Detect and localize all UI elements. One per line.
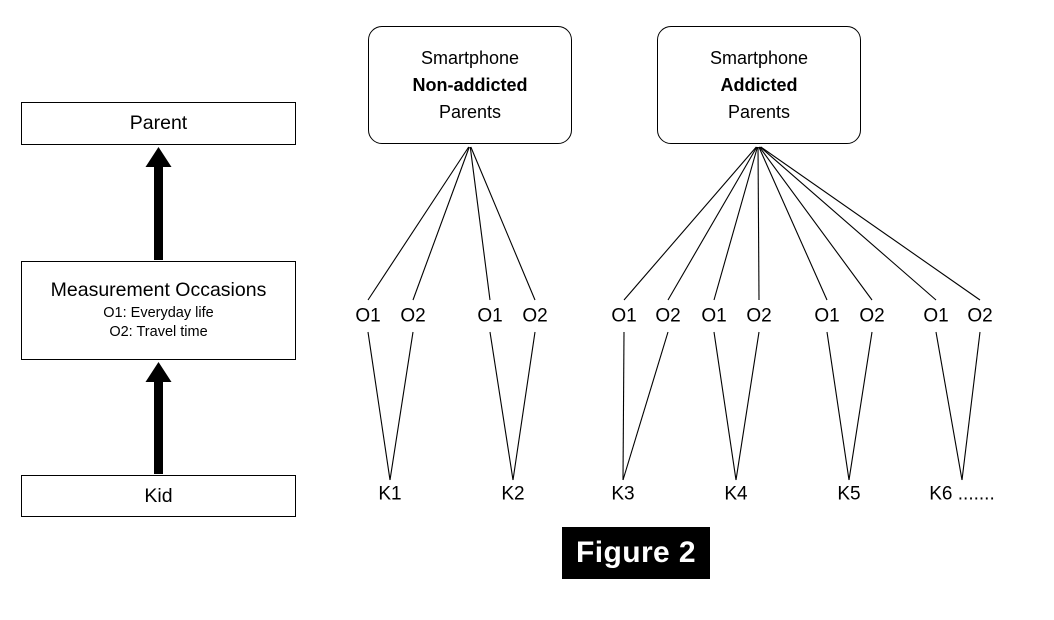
occasion-label-o2-k4: O2 — [746, 305, 772, 327]
level-box-kid: Kid — [21, 475, 296, 517]
parent-to-occasion-edge — [758, 146, 828, 301]
parent-to-occasion-edge — [757, 146, 760, 301]
occasion-label-o1-k1: O1 — [355, 305, 381, 327]
occasion-to-kid-edge — [622, 331, 625, 481]
level-box-parent-title: Parent — [129, 112, 188, 135]
kid-label-k5: K5 — [837, 483, 861, 505]
parent-to-occasion-edge — [469, 146, 491, 301]
group-box-line3: Parents — [438, 101, 502, 122]
kid-label-k2: K2 — [501, 483, 525, 505]
kid-label-k4: K4 — [724, 483, 748, 505]
thick-arrow — [145, 147, 172, 260]
group-box-line1: Smartphone — [420, 47, 520, 68]
occasion-label-o1-k6: O1 — [923, 305, 949, 327]
parent-to-occasion-edge — [759, 146, 873, 301]
group-box-line2: Addicted — [720, 72, 797, 99]
occasion-label-o2-k1: O2 — [400, 305, 426, 327]
parent-to-occasion-edge — [470, 146, 536, 301]
kid-label-k1: K1 — [378, 483, 402, 505]
figure-caption: Figure 2 — [562, 527, 710, 579]
occasion-to-kid-edge — [735, 331, 760, 481]
occasion-label-o1-k3: O1 — [611, 305, 637, 327]
occasion-label-o2-k6: O2 — [967, 305, 993, 327]
parent-to-occasion-edge — [759, 146, 937, 301]
occasion-label-o1-k2: O1 — [477, 305, 503, 327]
group-box-line2-emphasis: Addicted — [720, 74, 798, 95]
parent-to-occasion-edge — [412, 146, 470, 301]
parent-to-occasion-edge — [667, 146, 758, 301]
occasion-to-kid-edge — [389, 331, 414, 481]
kid-label-k6: K6 ....... — [929, 483, 995, 505]
occasion-label-o1-k5: O1 — [814, 305, 840, 327]
occasion-legend-o2: O2: Travel time — [109, 324, 208, 341]
group-box-line2: Non-addicted — [413, 72, 528, 99]
occasion-to-kid-edge — [961, 331, 981, 481]
level-box-kid-title: Kid — [144, 484, 173, 507]
occasion-legend-o1: O1: Everyday life — [103, 304, 214, 321]
occasion-label-o2-k2: O2 — [522, 305, 548, 327]
group-box-non-addicted-parents: Smartphone Non-addicted Parents — [368, 26, 572, 144]
group-box-line1: Smartphone — [709, 47, 809, 68]
level-box-parent: Parent — [21, 102, 296, 145]
occasion-to-kid-edge — [826, 331, 850, 481]
level-box-occasions-title: Measurement Occasions — [50, 279, 267, 302]
group-box-line3: Parents — [727, 101, 791, 122]
occasion-label-o1-k4: O1 — [701, 305, 727, 327]
occasion-to-kid-edge — [848, 331, 873, 481]
occasion-to-kid-edge — [512, 331, 536, 481]
parent-to-occasion-edge — [713, 146, 758, 301]
occasion-label-o2-k3: O2 — [655, 305, 681, 327]
occasion-to-kid-edge — [935, 331, 963, 481]
level-box-measurement-occasions: Measurement Occasions O1: Everyday life … — [21, 261, 296, 360]
parent-to-occasion-edge — [367, 146, 470, 301]
kid-label-k3: K3 — [611, 483, 635, 505]
occasion-to-kid-edge — [713, 331, 737, 481]
thick-arrow — [145, 362, 172, 474]
occasion-to-kid-edge — [367, 331, 391, 481]
group-box-line2-emphasis: Non-addicted — [412, 74, 528, 95]
group-box-addicted-parents: Smartphone Addicted Parents — [657, 26, 861, 144]
parent-to-occasion-edge — [623, 146, 757, 301]
occasion-to-kid-edge — [622, 331, 669, 481]
occasion-label-o2-k5: O2 — [859, 305, 885, 327]
parent-to-occasion-edge — [760, 146, 981, 301]
occasion-to-kid-edge — [489, 331, 514, 481]
